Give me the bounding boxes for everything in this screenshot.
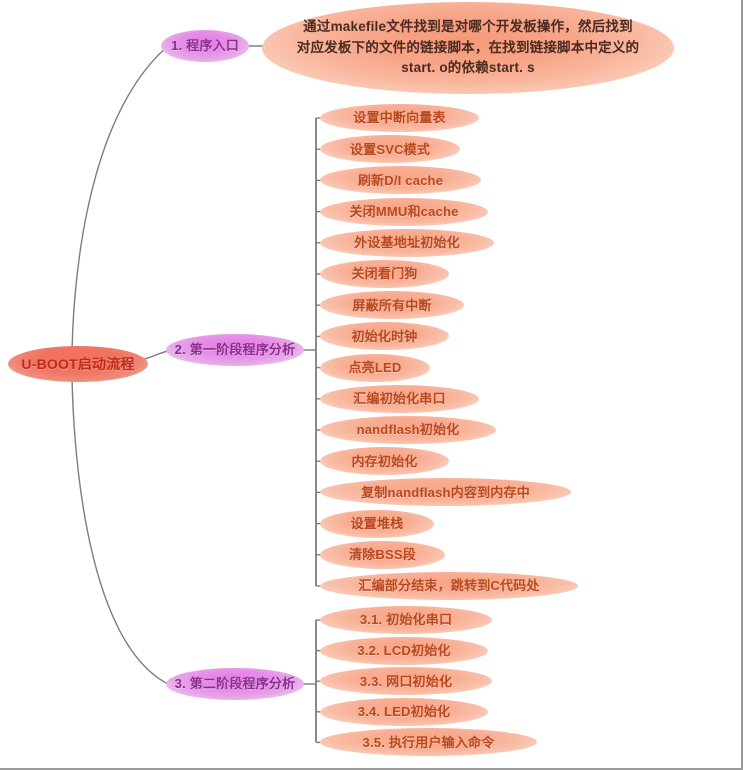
leaf-stage3-1[interactable]: 3.1. 初始化串口 <box>320 606 492 634</box>
leaf-stage3-5[interactable]: 3.5. 执行用户输入命令 <box>320 728 537 757</box>
leaf-stage2-14[interactable]: 设置堆栈 <box>320 509 434 538</box>
leaf-stage3-2[interactable]: 3.2. LCD初始化 <box>320 636 488 665</box>
leaf-stage3-3[interactable]: 3.3. 网口初始化 <box>320 667 492 696</box>
leaf-stage3-4[interactable]: 3.4. LED初始化 <box>320 697 488 726</box>
summary-line-2: 对应发板下的文件的链接脚本，在找到链接脚本中定义的 <box>296 39 640 55</box>
leaf-stage2-1[interactable]: 设置中断向量表 <box>320 104 479 132</box>
root-node[interactable]: U-BOOT启动流程 <box>8 346 148 382</box>
edge-root-to-stage3 <box>71 365 169 685</box>
leaf-stage2-13[interactable]: 复制nandflash内容到内存中 <box>320 478 571 507</box>
edge-root-to-stage1 <box>71 45 169 363</box>
summary-line-3: start. o的依赖start. s <box>401 60 535 76</box>
stage-node-1[interactable]: 1. 程序入口 <box>161 30 249 62</box>
leaf-stage2-11[interactable]: nandflash初始化 <box>320 416 496 444</box>
leaf-stage2-3[interactable]: 刷新D/I cache <box>320 166 481 195</box>
leaf-stage2-12[interactable]: 内存初始化 <box>320 447 449 476</box>
summary-line-1: 通过makefile文件找到是对哪个开发板操作，然后找到 <box>303 18 633 34</box>
stage-node-2[interactable]: 2. 第一阶段程序分析 <box>166 334 304 366</box>
leaf-stage2-4[interactable]: 关闭MMU和cache <box>320 197 488 226</box>
leaf-stage2-6[interactable]: 关闭看门狗 <box>320 260 449 288</box>
leaf-stage2-7[interactable]: 屏蔽所有中断 <box>320 291 464 320</box>
leaf-stage2-10[interactable]: 汇编初始化串口 <box>320 384 479 413</box>
leaf-stage2-8[interactable]: 初始化时钟 <box>320 322 449 351</box>
leaf-stage2-16[interactable]: 汇编部分结束，跳转到C代码处 <box>320 572 578 600</box>
leaf-stage2-5[interactable]: 外设基地址初始化 <box>320 228 494 257</box>
leaf-stage2-2[interactable]: 设置SVC模式 <box>320 135 460 164</box>
leaf-stage2-9[interactable]: 点亮LED <box>320 353 430 382</box>
leaf-stage2-15[interactable]: 清除BSS段 <box>320 540 445 569</box>
stage-node-3[interactable]: 3. 第二阶段程序分析 <box>166 668 304 700</box>
summary-bubble: 通过makefile文件找到是对哪个开发板操作，然后找到 对应发板下的文件的链接… <box>262 2 674 94</box>
